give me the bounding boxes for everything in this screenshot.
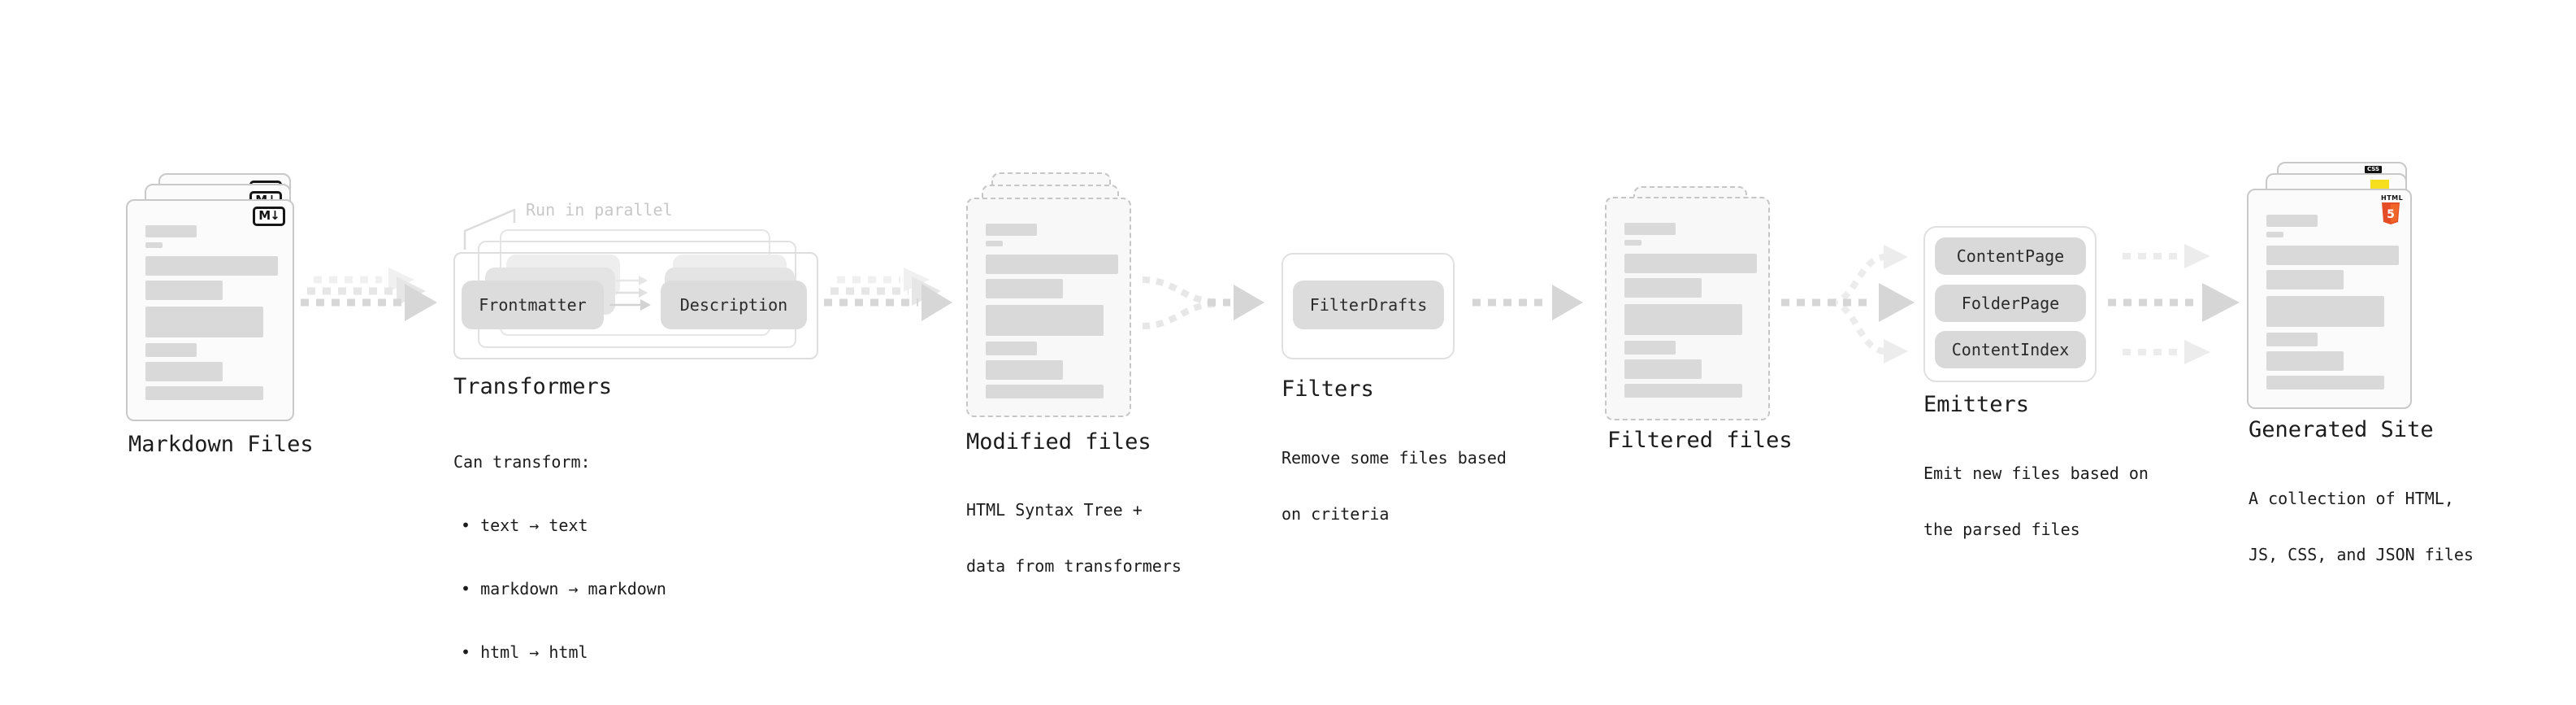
desc-line: Remove some files based	[1281, 448, 1507, 468]
arrow-filtered-to-emitters-split	[1781, 245, 1915, 363]
placeholder-bar	[145, 307, 263, 337]
transformers-description: Can transform: • text → text • markdown …	[453, 409, 666, 705]
desc-line: JS, CSS, and JSON files	[2249, 545, 2474, 564]
placeholder-bar	[1624, 341, 1676, 355]
placeholder-bar	[145, 343, 197, 357]
placeholder-bar	[145, 225, 197, 237]
desc-bullet: • text → text	[461, 516, 588, 535]
transformer-step-frontmatter: Frontmatter	[462, 281, 604, 329]
desc-line: data from transformers	[966, 556, 1182, 576]
placeholder-bar	[2266, 333, 2318, 346]
desc-line: on criteria	[1281, 504, 1390, 524]
placeholder-bar	[1624, 384, 1742, 398]
arrow-modified-to-filters-merge	[1142, 276, 1264, 329]
stage-title-transformers: Transformers	[453, 374, 613, 399]
placeholder-bar	[1624, 240, 1641, 246]
stage-title-markdown-files: Markdown Files	[128, 432, 314, 457]
placeholder-bar	[986, 255, 1118, 274]
doc-skeleton	[2266, 215, 2399, 389]
placeholder-bar	[986, 279, 1063, 298]
desc-bullet: • markdown → markdown	[461, 579, 666, 598]
generated-site-description: A collection of HTML, JS, CSS, and JSON …	[2249, 452, 2474, 602]
placeholder-bar	[986, 241, 1003, 246]
markdown-icon: M↓	[253, 207, 285, 226]
stage-title-emitters: Emitters	[1923, 392, 2030, 417]
transformer-sheet-front	[453, 252, 818, 359]
placeholder-bar	[2266, 270, 2344, 289]
transformer-step-description: Description	[661, 281, 807, 329]
arrow-filters-to-filtered	[1472, 285, 1583, 320]
desc-line: the parsed files	[1923, 520, 2080, 539]
filter-pill-filterdrafts: FilterDrafts	[1293, 281, 1444, 329]
placeholder-bar	[2266, 351, 2344, 371]
placeholder-bar	[1624, 359, 1702, 379]
placeholder-bar	[145, 362, 223, 381]
desc-heading: Can transform:	[453, 452, 591, 472]
stage-title-generated-site: Generated Site	[2249, 417, 2434, 442]
markdown-doc-front: M↓	[126, 199, 294, 421]
placeholder-bar	[1624, 304, 1742, 335]
emitters-description: Emit new files based on the parsed files	[1923, 427, 2149, 577]
placeholder-bar	[145, 256, 278, 276]
arrow-emitters-to-generated-fan	[2108, 244, 2240, 364]
emitter-pill-contentpage: ContentPage	[1935, 237, 2086, 275]
placeholder-bar	[986, 385, 1104, 398]
generated-doc-front: HTML 5	[2247, 189, 2412, 409]
filtered-doc-front	[1605, 197, 1770, 420]
doc-skeleton	[986, 224, 1118, 398]
desc-bullet: • html → html	[461, 642, 588, 662]
placeholder-bar	[1624, 254, 1757, 273]
placeholder-bar	[145, 386, 263, 400]
desc-line: HTML Syntax Tree +	[966, 500, 1143, 520]
stage-title-filtered-files: Filtered files	[1607, 428, 1793, 453]
desc-line: A collection of HTML,	[2249, 489, 2454, 508]
placeholder-bar	[986, 224, 1037, 236]
filters-description: Remove some files based on criteria	[1281, 411, 1507, 561]
modified-doc-front	[966, 198, 1131, 417]
javascript-file-icon	[2370, 180, 2389, 189]
stage-title-filters: Filters	[1281, 376, 1374, 402]
stage-title-modified-files: Modified files	[966, 429, 1151, 455]
emitter-pill-contentindex: ContentIndex	[1935, 331, 2086, 368]
placeholder-bar	[1624, 223, 1676, 235]
arrow-markdown-to-transformers	[301, 268, 437, 321]
desc-line: Emit new files based on	[1923, 463, 2149, 483]
placeholder-bar	[1624, 278, 1702, 298]
placeholder-bar	[2266, 376, 2384, 389]
placeholder-bar	[2266, 296, 2384, 327]
modified-files-description: HTML Syntax Tree + data from transformer…	[966, 463, 1182, 613]
html5-shield-icon: 5	[2382, 202, 2400, 224]
page: { "stages": { "markdown_files": { "title…	[126, 162, 2474, 662]
run-in-parallel-annotation: Run in parallel	[526, 200, 673, 220]
doc-skeleton	[145, 225, 278, 400]
arrow-transformers-to-modified	[824, 268, 952, 321]
svg-text:5: 5	[2387, 208, 2395, 221]
placeholder-bar	[986, 305, 1104, 336]
html5-logo-icon: HTML 5	[2381, 194, 2403, 228]
placeholder-bar	[145, 242, 163, 248]
placeholder-bar	[2266, 232, 2283, 237]
placeholder-bar	[986, 360, 1063, 380]
placeholder-bar	[2266, 246, 2399, 265]
placeholder-bar	[145, 281, 223, 300]
placeholder-bar	[986, 342, 1037, 355]
placeholder-bar	[2266, 215, 2318, 227]
doc-skeleton	[1624, 223, 1757, 398]
emitter-pill-folderpage: FolderPage	[1935, 285, 2086, 322]
